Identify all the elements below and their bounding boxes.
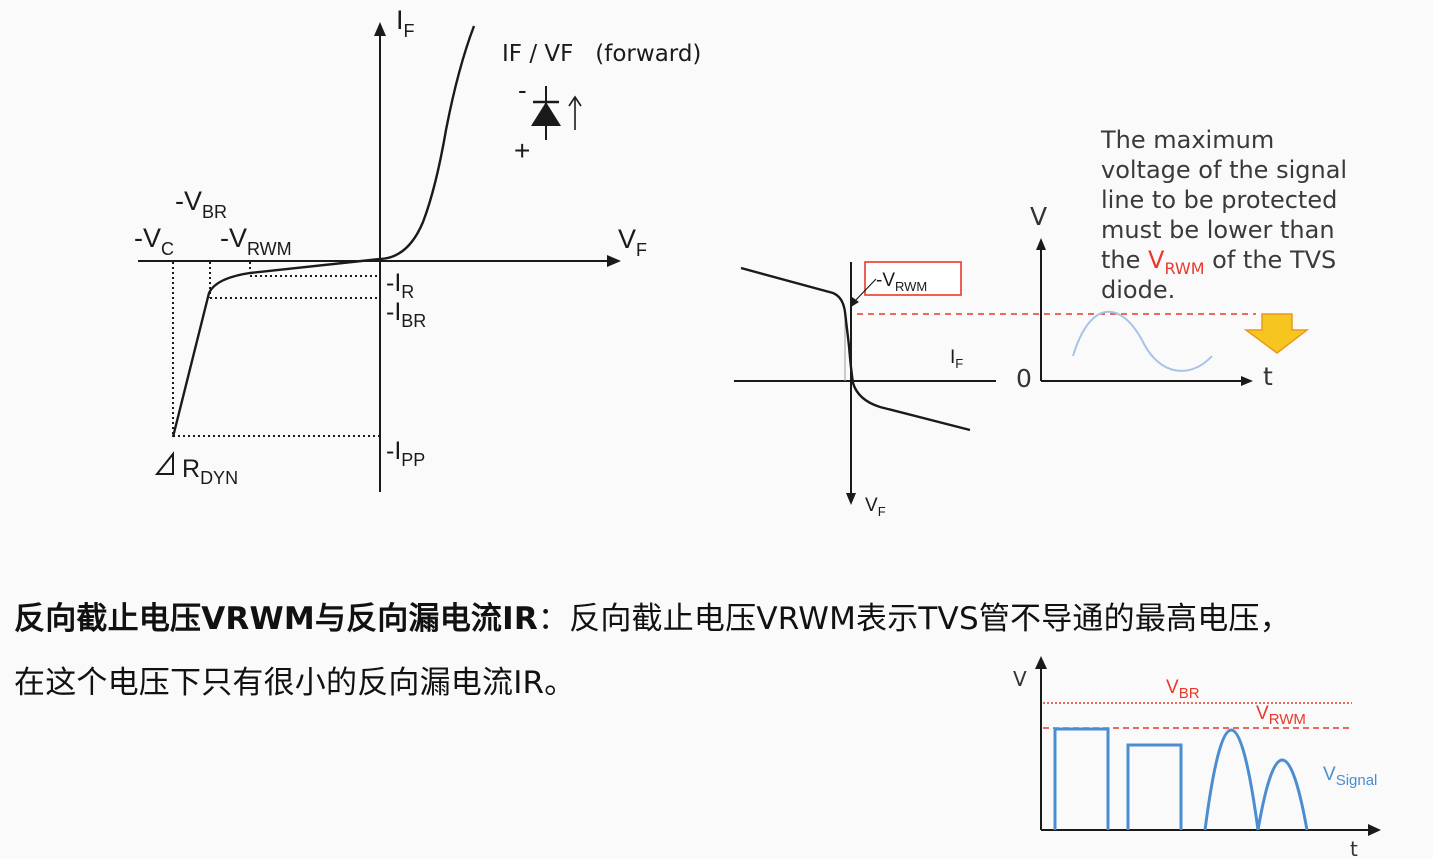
vrwm-callout-pointer <box>852 278 877 304</box>
vrwm-callout-text: -VRWM <box>876 270 927 294</box>
signal-x-axis-arrow <box>1241 376 1253 386</box>
vrwm-label: -VRWM <box>220 223 292 259</box>
iv-x-axis-label: VF <box>618 224 647 260</box>
rotated-curve <box>740 266 971 432</box>
protection-note: The maximum voltage of the signal line t… <box>1100 126 1347 304</box>
signal-plot: V 0 t <box>1016 202 1310 393</box>
signal-y-axis-arrow <box>1036 238 1046 250</box>
forward-label: IF / VF (forward) <box>502 41 701 67</box>
iv-y-axis-arrow <box>374 22 386 36</box>
diode-minus: - <box>518 75 527 105</box>
waveform-vsignal-label: VSignal <box>1323 764 1377 789</box>
signal-waveform <box>1053 727 1309 831</box>
signal-sine-wave <box>1072 310 1213 372</box>
rotated-vertical-axis-arrow <box>846 493 856 505</box>
iv-curve <box>171 25 476 438</box>
ibr-label: -IBR <box>386 298 426 331</box>
waveform-y-axis-arrow <box>1035 656 1047 669</box>
iv-guide-lines <box>172 262 380 437</box>
rotated-iv-diagram: -VRWM IF VF <box>734 261 996 519</box>
ir-label: -IR <box>386 269 414 302</box>
rdyn-slope-triangle <box>154 451 174 475</box>
svg-text:diode.: diode. <box>1101 276 1175 304</box>
caption-rest: ：反向截止电压VRWM表示TVS管不导通的最高电压， <box>537 601 1291 637</box>
down-arrow-icon <box>1243 313 1310 354</box>
waveform-x-axis-arrow <box>1368 824 1381 836</box>
svg-text:must be lower than: must be lower than <box>1101 216 1335 244</box>
caption-line-2: 在这个电压下只有很小的反向漏电流IR。 <box>14 665 576 701</box>
ipp-label: -IPP <box>386 437 425 470</box>
waveform-v-label: V <box>1013 667 1027 691</box>
signal-zero-label: 0 <box>1016 364 1032 393</box>
vrwm-callout-pointer-head <box>851 297 859 307</box>
iv-y-axis-label: IF <box>396 5 415 41</box>
svg-text:voltage of the signal: voltage of the signal <box>1101 156 1347 184</box>
diode-symbol-icon <box>531 86 582 140</box>
waveform-vbr-label: VBR <box>1166 677 1200 702</box>
waveform-vrwm-label: VRWM <box>1256 703 1306 728</box>
rotated-vf-label: VF <box>865 495 886 519</box>
caption-bold: 反向截止电压VRWM与反向漏电流IR <box>14 601 538 637</box>
vbr-label: -VBR <box>175 186 227 222</box>
svg-text:the VRWM of the TVS: the VRWM of the TVS <box>1101 246 1336 278</box>
iv-x-axis-arrow <box>607 255 621 267</box>
rdyn-label: RDYN <box>182 455 238 488</box>
signal-v-label: V <box>1030 202 1047 231</box>
caption-line-1: 反向截止电压VRWM与反向漏电流IR：反向截止电压VRWM表示TVS管不导通的最… <box>14 593 1291 638</box>
rotated-if-label: IF <box>950 347 963 371</box>
waveform-t-label: t <box>1350 837 1358 859</box>
vc-label: -VC <box>134 223 174 259</box>
svg-text:The maximum: The maximum <box>1100 126 1274 154</box>
waveform-diagram: V t VBR VRWM VSignal <box>1013 656 1381 859</box>
svg-text:line to be protected: line to be protected <box>1101 186 1337 214</box>
iv-characteristic-diagram: IF VF IF / VF (forward) - + -VBR -VC -VR… <box>134 5 701 492</box>
signal-t-label: t <box>1263 362 1273 391</box>
diode-plus: + <box>514 135 530 166</box>
vrwm-callout-box <box>864 261 962 296</box>
